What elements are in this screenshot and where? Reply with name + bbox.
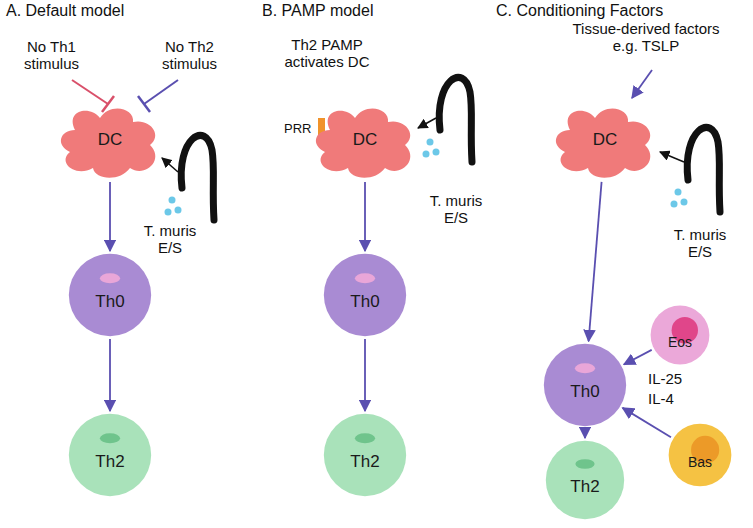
arrow-connector [109,339,111,411]
cell-label: Th0 [95,292,124,312]
th0-cell: Th0 [68,253,152,337]
arrow-connector [364,339,366,411]
worm-body [687,127,720,212]
th2-cell: Th2 [545,440,625,520]
es-dot [433,149,440,156]
panel-title: C. Conditioning Factors [496,2,736,20]
worm [671,127,721,212]
tslp-arrow [632,70,652,98]
annotation: IL-4 [648,390,688,407]
arrow-connector [589,182,602,341]
annotation: No Th1 stimulus [14,38,89,73]
cell-label: DC [593,130,618,150]
secretion-arrow [660,152,684,162]
worm [165,135,215,220]
cell-label: Th2 [95,452,124,472]
cell-label: Th0 [570,382,599,402]
inhibition-line [138,80,178,112]
cell-label: Th2 [570,477,599,497]
eos-cell: Eos [650,305,710,365]
panel-title: B. PAMP model [262,2,482,20]
inhibition-line [72,80,114,112]
es-dot [165,209,172,216]
cell-label: DC [98,130,123,150]
arrow-connector [584,429,586,438]
annotation: T. muris E/S [664,226,736,261]
es-dot [681,199,688,206]
arrow-connector [624,350,652,365]
secretion-arrow [162,158,178,172]
es-dot [671,201,678,208]
worm-body [439,77,472,162]
es-dot [169,197,176,204]
dc-cell: DC [55,100,165,180]
panel-title: A. Default model [6,2,226,20]
es-dot [175,207,182,214]
arrow-connector [364,182,366,251]
cell-label: Th0 [350,292,379,312]
worm-body [181,135,214,220]
annotation: PRR [284,122,316,137]
dc-cell: DC [310,100,420,180]
annotation: Th2 PAMP activates DC [272,36,382,71]
th0-cell: Th0 [323,253,407,337]
worm [423,77,473,162]
es-dot [427,139,434,146]
annotation: T. muris E/S [134,222,206,257]
dc-cell: DC [550,100,660,180]
es-dot [675,189,682,196]
annotation: No Th2 stimulus [152,38,227,73]
cell-label: DC [353,130,378,150]
annotation: Tissue-derived factors e.g. TSLP [560,20,732,55]
th2-cell: Th2 [323,413,407,497]
es-dot [423,151,430,158]
secretion-arrow [418,118,436,128]
th0-cell: Th0 [543,343,627,427]
annotation: T. muris E/S [420,192,492,227]
cell-label: Th2 [350,452,379,472]
annotation: IL-25 [648,370,688,387]
arrow-connector [109,182,111,251]
cell-label: Bas [688,454,712,470]
th2-cell: Th2 [68,413,152,497]
cell-label: Eos [668,334,692,350]
bas-cell: Bas [668,423,732,487]
arrow-connector [623,408,671,437]
